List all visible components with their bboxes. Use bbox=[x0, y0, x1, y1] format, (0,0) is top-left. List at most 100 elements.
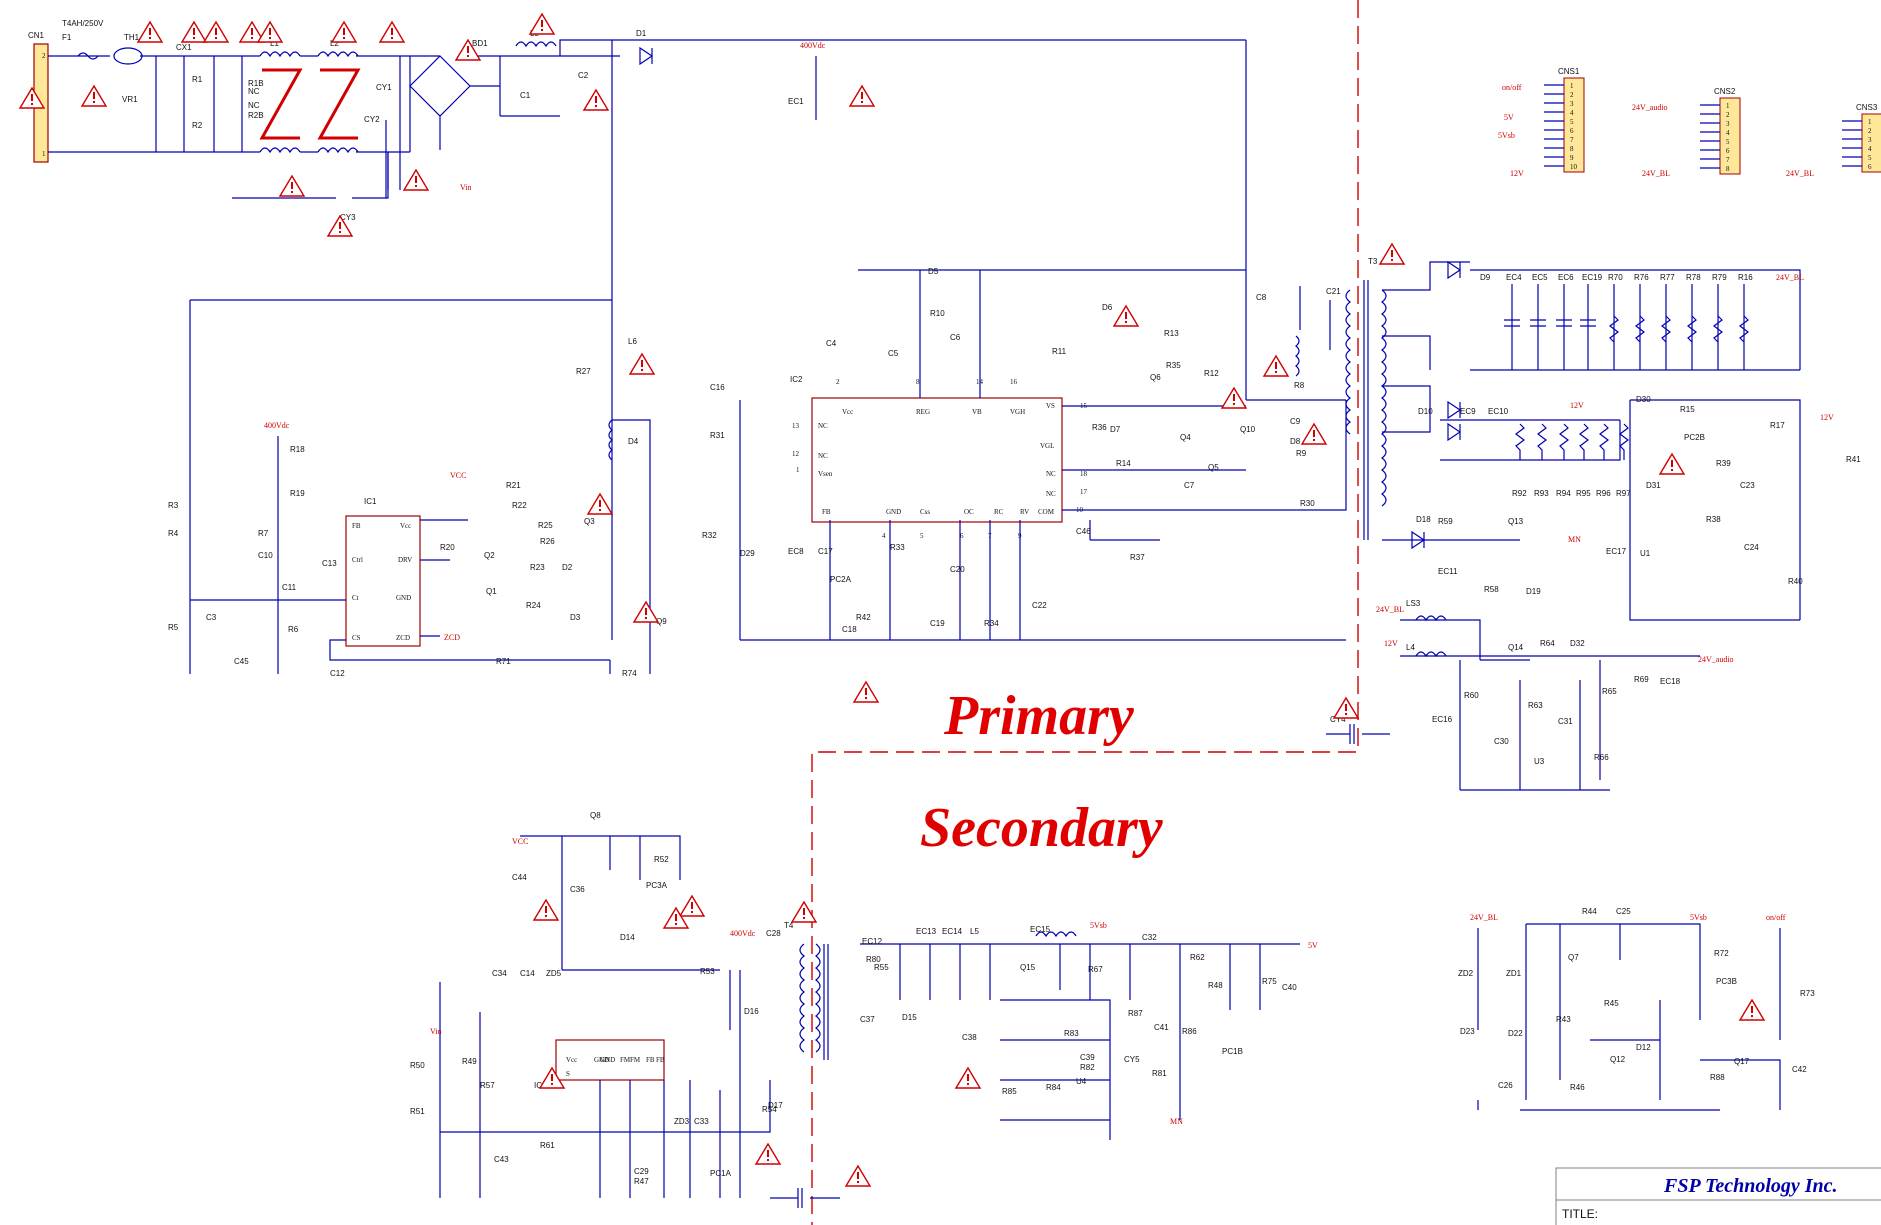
label-d16: D16 bbox=[744, 1007, 759, 1016]
ic2-pin-2: VB bbox=[972, 408, 982, 416]
ic3-pin-3: GND bbox=[600, 1056, 615, 1064]
fb-r41: R41 bbox=[1846, 455, 1861, 464]
label-c41: C41 bbox=[1154, 1023, 1169, 1032]
fb-c24: C24 bbox=[1744, 543, 1759, 552]
t4-label: T4 bbox=[784, 921, 794, 930]
label-q15: Q15 bbox=[1020, 963, 1036, 972]
safety-warning-marks bbox=[18, 12, 1766, 1187]
fb-r17: R17 bbox=[1770, 421, 1785, 430]
ic3-pin-0: Vcc bbox=[566, 1056, 577, 1064]
fb-d18: D18 bbox=[1416, 515, 1431, 524]
label-d7: D7 bbox=[1110, 425, 1121, 434]
fb-r38: R38 bbox=[1706, 515, 1721, 524]
cns3-pin-3: 3 bbox=[1868, 136, 1872, 144]
ic2-label: IC2 bbox=[790, 375, 803, 384]
ic1-body bbox=[345, 515, 421, 647]
label-r14: R14 bbox=[1116, 459, 1131, 468]
ec1-label: EC1 bbox=[788, 97, 804, 106]
ic2-pin-num-18: 18 bbox=[1080, 470, 1088, 478]
fb-d31: D31 bbox=[1646, 481, 1661, 490]
label-pc3a: PC3A bbox=[646, 881, 668, 890]
label-r44: R44 bbox=[1582, 907, 1597, 916]
res12-r92 bbox=[1515, 423, 1525, 460]
r1b-label: R1B bbox=[248, 79, 264, 88]
fb-q13: Q13 bbox=[1508, 517, 1524, 526]
r2b-label: R2B bbox=[248, 111, 264, 120]
label-r85: R85 bbox=[1002, 1087, 1017, 1096]
label-ls3: LS3 bbox=[1406, 599, 1421, 608]
label-d32: D32 bbox=[1570, 639, 1585, 648]
label-q12: Q12 bbox=[1610, 1055, 1626, 1064]
label-r52: R52 bbox=[654, 855, 669, 864]
cns2-net-0: 24V_audio bbox=[1632, 103, 1668, 112]
ic2-pin-4: VS bbox=[1046, 402, 1055, 410]
label-r4: R4 bbox=[168, 529, 179, 538]
label-c14: C14 bbox=[520, 969, 535, 978]
ic2-pin-6: NC bbox=[818, 452, 828, 460]
vcc-net-label: VCC bbox=[450, 471, 466, 480]
label-r42: R42 bbox=[856, 613, 871, 622]
cns2-net-1: 24V_BL bbox=[1642, 169, 1670, 178]
cns1-pin-1: 1 bbox=[1570, 82, 1574, 90]
f1-label: F1 bbox=[62, 33, 72, 42]
label-c37: C37 bbox=[860, 1015, 875, 1024]
ic3-pin-7: FB bbox=[656, 1056, 665, 1064]
label-d8: D8 bbox=[1290, 437, 1301, 446]
label-c30: C30 bbox=[1494, 737, 1509, 746]
out12-r95: R95 bbox=[1576, 489, 1591, 498]
cap-ec4 bbox=[1504, 319, 1520, 327]
cns2-pin-2: 2 bbox=[1726, 111, 1730, 119]
cns1-pin-7: 7 bbox=[1570, 136, 1574, 144]
ic2-pin-num-13: 13 bbox=[792, 422, 800, 430]
fb-r40: R40 bbox=[1788, 577, 1803, 586]
vin-label: Vin bbox=[460, 183, 472, 192]
label-r82: R82 bbox=[1080, 1063, 1095, 1072]
label-r36: R36 bbox=[1092, 423, 1107, 432]
cns1-pin-10: 10 bbox=[1570, 163, 1578, 171]
ic2-body bbox=[811, 397, 1063, 523]
cns1-net-3: 12V bbox=[1510, 169, 1524, 178]
label-c43: C43 bbox=[494, 1155, 509, 1164]
svg-text:GND: GND bbox=[396, 594, 411, 602]
label-c18: C18 bbox=[842, 625, 857, 634]
label-l5: L5 bbox=[970, 927, 979, 936]
label-r88: R88 bbox=[1710, 1073, 1725, 1082]
ic2-pin-num-4: 4 bbox=[882, 532, 886, 540]
ic2-pin-5: NC bbox=[818, 422, 828, 430]
label-q3: Q3 bbox=[584, 517, 595, 526]
label-d29: D29 bbox=[740, 549, 755, 558]
ic2-pin-16: RC bbox=[994, 508, 1004, 516]
label-q5: Q5 bbox=[1208, 463, 1219, 472]
cns1-pin-4: 4 bbox=[1570, 109, 1574, 117]
fb-ec11: EC11 bbox=[1438, 567, 1458, 576]
cns2-pin-5: 5 bbox=[1726, 138, 1730, 146]
cns1-net-2: 5Vsb bbox=[1498, 131, 1515, 140]
label-ec18: EC18 bbox=[1660, 677, 1681, 686]
label-c36: C36 bbox=[570, 885, 585, 894]
label-r62: R62 bbox=[1190, 953, 1205, 962]
input-stage: CN1 21 F1 T4AH/250V TH1 VR1 CX1 R1 R2 R1… bbox=[28, 19, 1247, 400]
label-q9: Q9 bbox=[656, 617, 667, 626]
label-r7: R7 bbox=[258, 529, 269, 538]
label-r6: R6 bbox=[288, 625, 299, 634]
label-c39: C39 bbox=[1080, 1053, 1095, 1062]
cns3-pin-4: 4 bbox=[1868, 145, 1872, 153]
label-c40: C40 bbox=[1282, 983, 1297, 992]
label-r67: R67 bbox=[1088, 965, 1103, 974]
label-c32: C32 bbox=[1142, 933, 1157, 942]
res12-r95 bbox=[1579, 423, 1589, 460]
label-c25: C25 bbox=[1616, 907, 1631, 916]
out12-d10: D10 bbox=[1418, 407, 1433, 416]
ic1-label: IC1 bbox=[364, 497, 377, 506]
label-r65: R65 bbox=[1602, 687, 1617, 696]
d1-label: D1 bbox=[636, 29, 647, 38]
label-d6: D6 bbox=[1102, 303, 1113, 312]
title-block: FSP Technology Inc. TITLE: bbox=[1555, 1167, 1881, 1225]
label-r32: R32 bbox=[702, 531, 717, 540]
label-r3: R3 bbox=[168, 501, 179, 510]
